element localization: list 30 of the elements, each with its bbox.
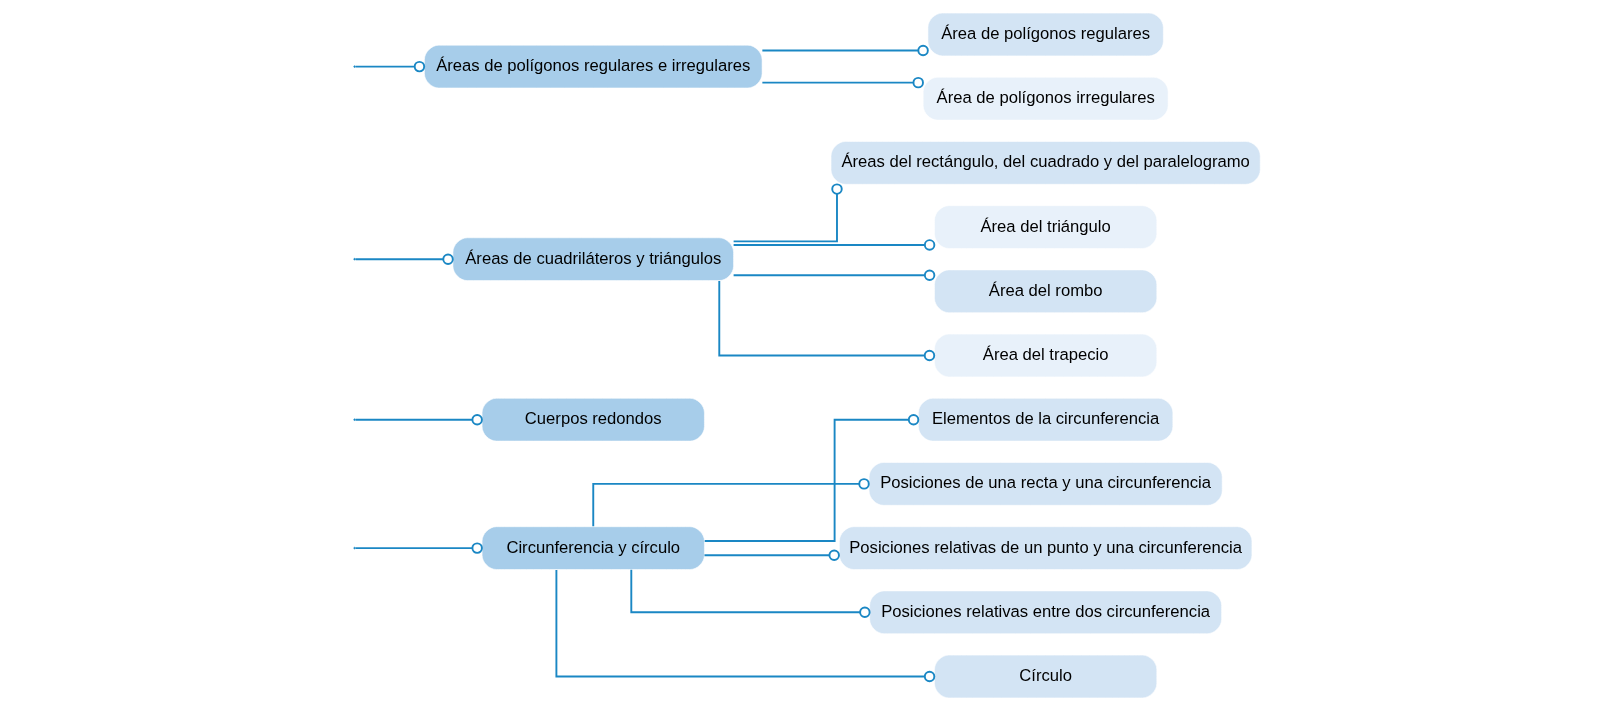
connector [354,418,474,421]
node-box: Circunferencia y círculo [481,526,705,570]
node-box: Área del trapecio [934,333,1158,378]
connector [732,269,936,281]
node-box: Área de polígonos irregulares [922,77,1169,121]
node-box: Círculo [934,654,1158,699]
node-box: Cuerpos redondos [481,398,705,442]
node-box: Área del rombo [934,269,1158,313]
node-box: Áreas del rectángulo, del cuadrado y del paralelogramo [830,141,1261,185]
connector [732,183,843,243]
connector [703,414,920,542]
node-box: Área de polígonos regulares [927,12,1164,57]
connector [630,568,871,618]
node-box: Áreas de cuadriláteros y triángulos [452,237,734,281]
connector [761,44,929,57]
connector [354,258,445,261]
connector [732,239,936,251]
connector [761,76,924,89]
connector [555,568,936,683]
connector [354,65,416,68]
connector [703,549,840,561]
node-box: Posiciones relativas entre dos circunferencia [869,590,1222,634]
node-box: Áreas de polígonos regulares e irregulares [424,44,763,89]
node-box: Elementos de la circunferencia [918,398,1174,442]
node-box: Área del triángulo [934,205,1158,249]
connector [718,280,936,362]
node-box: Posiciones relativas de un punto y una circunferencia [839,526,1253,570]
node-box: Posiciones de una recta y una circunferencia [868,462,1223,506]
connector [354,547,474,550]
connector [592,478,870,528]
